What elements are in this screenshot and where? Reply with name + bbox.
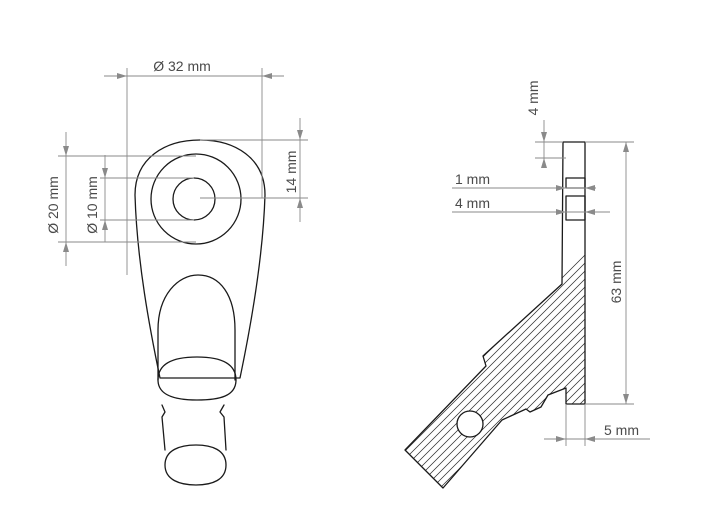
dimension-slot: 4 mm bbox=[452, 195, 610, 215]
dimension-outer-diameter: Ø 32 mm bbox=[104, 58, 284, 275]
gap-label: 1 mm bbox=[455, 171, 490, 187]
profile-outline bbox=[404, 141, 586, 489]
slot-label: 4 mm bbox=[455, 195, 490, 211]
shank-end bbox=[164, 444, 227, 486]
dimension-top: 4 mm bbox=[525, 81, 566, 168]
pivot-hole bbox=[456, 410, 484, 438]
dimension-ring-diameter: Ø 20 mm bbox=[45, 132, 196, 266]
hole-circle bbox=[172, 177, 216, 221]
outer-diameter-label: Ø 32 mm bbox=[153, 58, 211, 74]
ring-circle bbox=[150, 153, 242, 245]
dimension-thickness: 5 mm bbox=[544, 404, 650, 446]
dimension-length: 63 mm bbox=[585, 141, 634, 405]
ring-diameter-label: Ø 20 mm bbox=[45, 176, 61, 234]
section-hatching bbox=[405, 142, 585, 488]
front-view: Ø 32 mm Ø 20 mm Ø 10 mm 14 mm bbox=[45, 58, 308, 486]
eye-outline bbox=[134, 139, 266, 379]
side-view: 4 mm 1 mm 4 mm 63 mm bbox=[404, 81, 650, 489]
shank-body bbox=[161, 404, 227, 451]
hole-diameter-label: Ø 10 mm bbox=[84, 176, 100, 234]
top-label: 4 mm bbox=[525, 81, 541, 116]
shank-tab bbox=[157, 274, 236, 381]
dimension-height: 14 mm bbox=[200, 118, 308, 222]
height-label: 14 mm bbox=[283, 151, 299, 194]
dimension-hole-diameter: Ø 10 mm bbox=[84, 155, 194, 242]
shank-neck bbox=[157, 356, 237, 401]
thickness-label: 5 mm bbox=[604, 422, 639, 438]
length-label: 63 mm bbox=[608, 261, 624, 304]
dimension-gap: 1 mm bbox=[452, 171, 596, 191]
